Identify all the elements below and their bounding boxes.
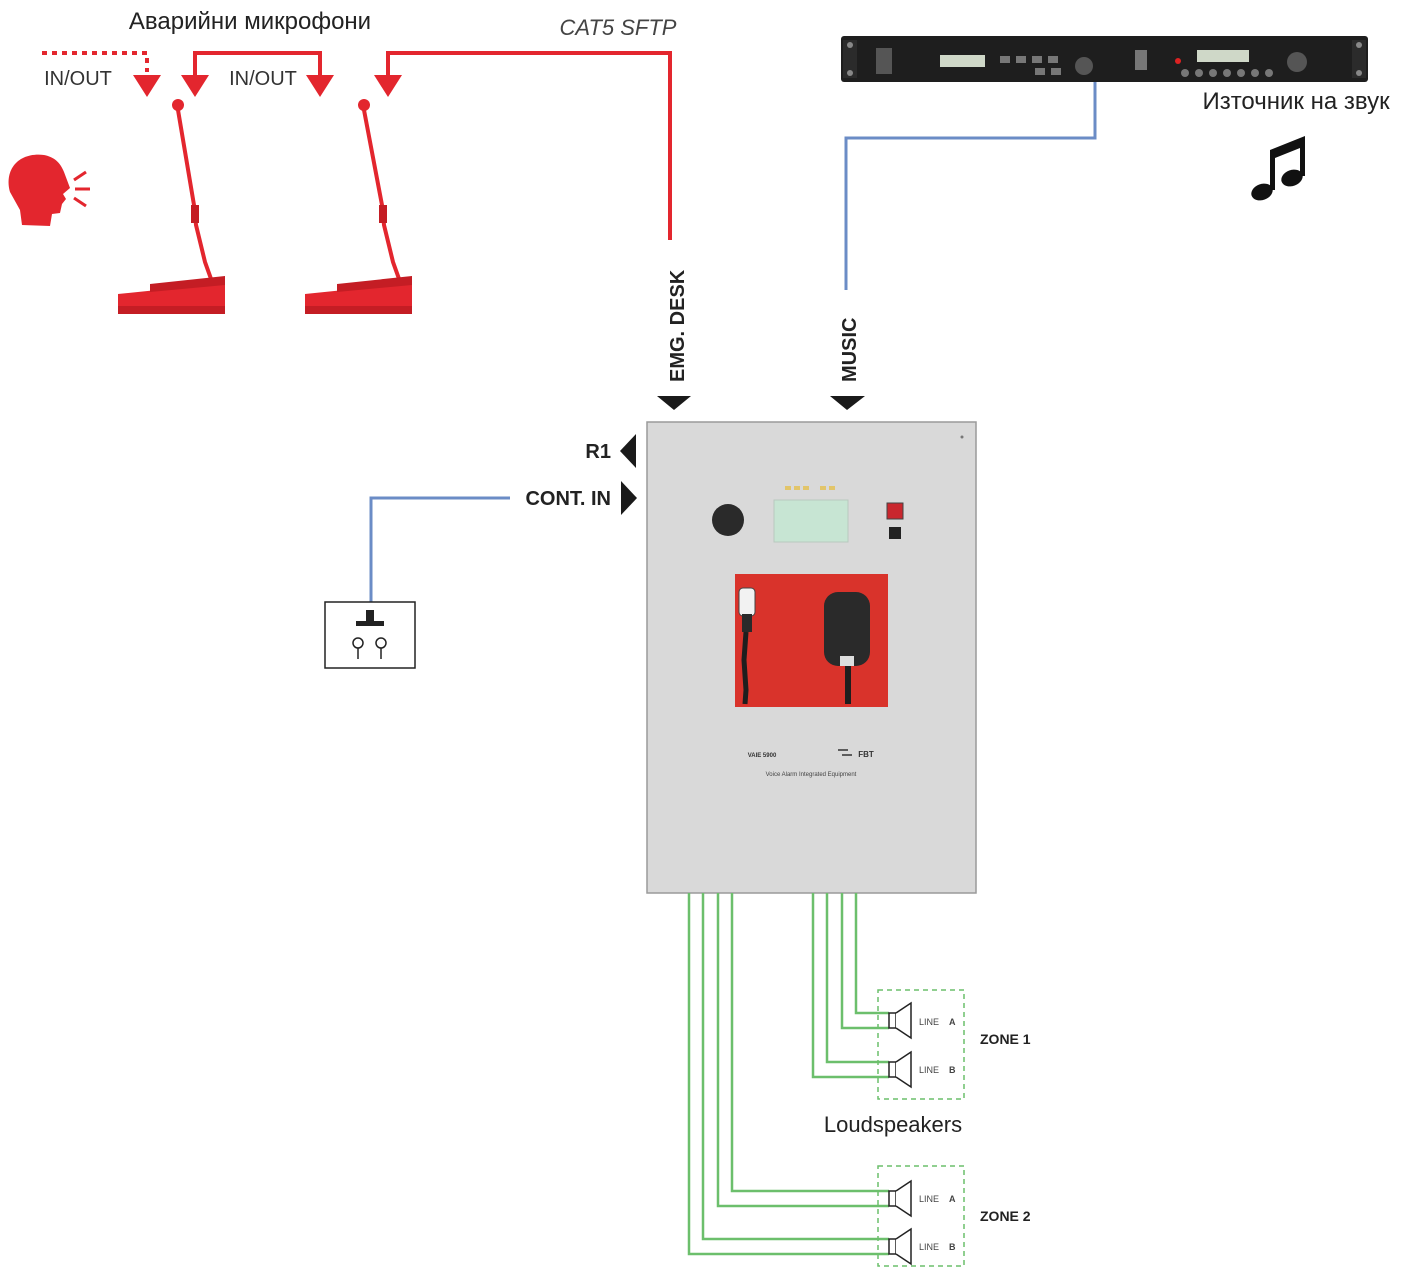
music-line bbox=[844, 82, 1097, 290]
music-note-icon bbox=[1251, 136, 1305, 201]
zone-2-box bbox=[877, 1165, 965, 1267]
cont-in-label: CONT. IN bbox=[525, 488, 611, 510]
line-letter: A bbox=[949, 1194, 956, 1204]
line-letter: B bbox=[949, 1242, 956, 1252]
rack-player-unit bbox=[841, 36, 1368, 82]
line-label: LINE bbox=[919, 1017, 939, 1027]
green-speaker-lines bbox=[687, 893, 889, 1256]
cat5-line bbox=[386, 51, 672, 240]
cabinet-subtitle: Voice Alarm Integrated Equipment bbox=[766, 772, 857, 778]
mic-link-line bbox=[193, 51, 322, 75]
blue-connections bbox=[369, 82, 1097, 602]
r1-label: R1 bbox=[585, 441, 611, 463]
desk-microphone-icon bbox=[118, 99, 225, 314]
arrow-down-icon bbox=[830, 396, 865, 410]
inout-label-1: IN/OUT bbox=[44, 68, 112, 90]
cabinet-brand: FBT bbox=[858, 750, 874, 759]
loudspeaker-icon bbox=[888, 1001, 912, 1040]
music-label: MUSIC bbox=[839, 318, 861, 382]
reset-button-icon bbox=[889, 527, 901, 539]
loudspeaker-icon bbox=[888, 1179, 912, 1218]
loudspeaker-icon bbox=[888, 1050, 912, 1089]
arrow-down-icon bbox=[181, 75, 209, 97]
zone-1-box bbox=[877, 989, 965, 1100]
speaking-person-icon bbox=[8, 154, 90, 226]
line-label: LINE bbox=[919, 1242, 939, 1252]
red-connections bbox=[42, 51, 672, 240]
lcd-display bbox=[773, 499, 849, 543]
emergency-button-icon bbox=[886, 502, 904, 520]
arrow-left-icon bbox=[620, 434, 636, 468]
arrow-down-icon bbox=[657, 396, 691, 410]
line-label: LINE bbox=[919, 1194, 939, 1204]
red-arrows bbox=[133, 75, 402, 97]
contact-switch-box bbox=[324, 601, 416, 669]
speaker-grille-icon bbox=[712, 504, 744, 536]
sound-source-label: Източник на звук bbox=[1202, 88, 1390, 115]
brand-logo-icon bbox=[838, 749, 852, 756]
arrow-down-icon bbox=[374, 75, 402, 97]
zone-2-label: ZONE 2 bbox=[980, 1208, 1031, 1224]
line-label: LINE bbox=[919, 1065, 939, 1075]
emergency-mics-label: Аварийни микрофони bbox=[129, 8, 371, 35]
fireman-mic-icon bbox=[824, 592, 870, 704]
dotted-inout-line bbox=[42, 51, 149, 72]
handheld-mic-icon bbox=[738, 587, 756, 705]
cable-label: CAT5 SFTP bbox=[560, 15, 677, 40]
zone-1-label: ZONE 1 bbox=[980, 1031, 1031, 1047]
vaie-cabinet: VAIE 5900 FBT Voice Alarm Integrated Equ… bbox=[646, 421, 977, 894]
line-letter: A bbox=[949, 1017, 956, 1027]
arrow-down-icon bbox=[306, 75, 334, 97]
arrow-right-icon bbox=[621, 481, 637, 515]
loudspeaker-icon bbox=[888, 1227, 912, 1266]
arrow-down-icon bbox=[133, 75, 161, 97]
cont-in-line bbox=[369, 496, 510, 602]
line-letter: B bbox=[949, 1065, 956, 1075]
emg-desk-label: EMG. DESK bbox=[667, 269, 689, 382]
desk-microphone-icon bbox=[305, 99, 412, 314]
status-leds bbox=[785, 486, 835, 490]
cabinet-model: VAIE 5900 bbox=[748, 753, 777, 759]
inout-label-2: IN/OUT bbox=[229, 68, 297, 90]
loudspeakers-label: Loudspeakers bbox=[824, 1112, 962, 1137]
